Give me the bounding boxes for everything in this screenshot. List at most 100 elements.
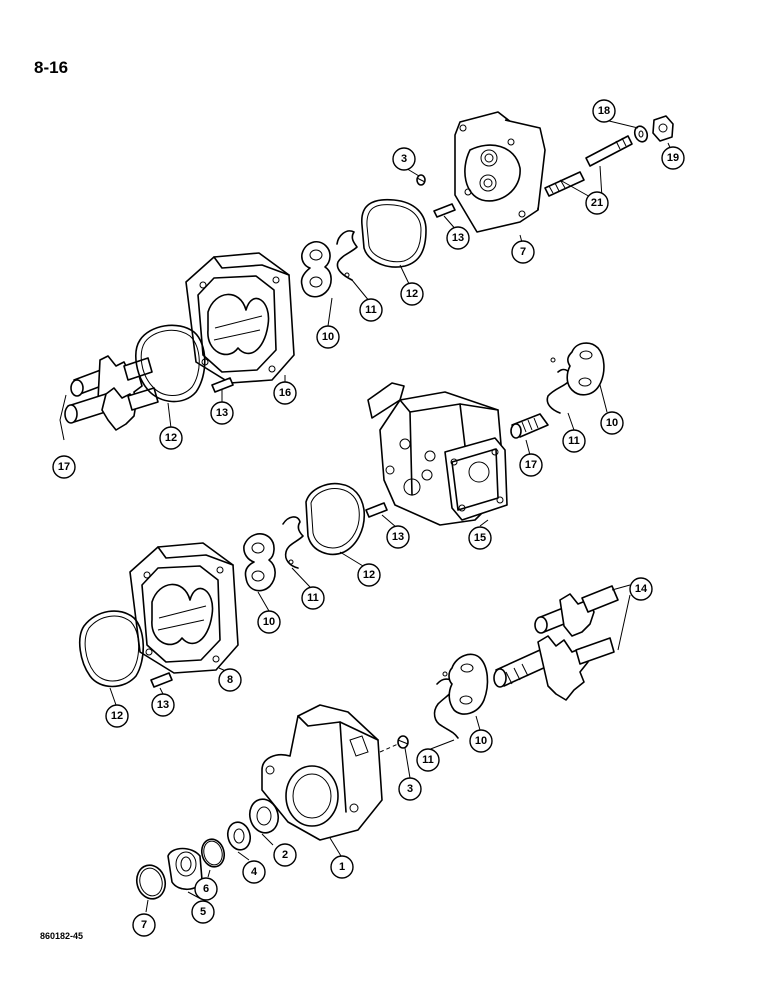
back-up-gasket-upper — [336, 230, 358, 281]
seal-ring — [200, 838, 226, 868]
svg-text:1: 1 — [339, 861, 345, 873]
callout-10-center: 10 — [257, 610, 281, 634]
gear-housing-upper — [185, 252, 295, 384]
svg-text:19: 19 — [667, 152, 679, 164]
svg-text:13: 13 — [157, 699, 169, 711]
svg-text:11: 11 — [568, 435, 580, 447]
svg-text:10: 10 — [322, 331, 334, 343]
back-up-gasket-mid-right — [546, 357, 572, 414]
svg-text:13: 13 — [392, 531, 404, 543]
wear-plate-lower — [448, 653, 489, 715]
back-up-gasket-center — [282, 516, 304, 569]
callout-11-lower: 11 — [416, 748, 440, 772]
callout-14: 14 — [629, 577, 653, 601]
gear-set — [59, 355, 159, 441]
callout-10-lower: 10 — [469, 729, 493, 753]
svg-text:11: 11 — [422, 754, 434, 766]
svg-text:8: 8 — [227, 674, 233, 686]
callout-12-lower: 12 — [105, 704, 129, 728]
plug-upper — [416, 174, 426, 186]
wear-plate-center — [243, 533, 276, 592]
svg-text:12: 12 — [363, 569, 375, 581]
callout-19: 18 — [592, 99, 616, 123]
svg-text:13: 13 — [452, 232, 464, 244]
callout-8: 7 — [511, 240, 535, 264]
coupling — [510, 413, 549, 439]
svg-text:7: 7 — [141, 919, 147, 931]
callout-15: 15 — [468, 526, 492, 550]
svg-text:2: 2 — [282, 849, 288, 861]
o-ring-center — [305, 482, 366, 556]
svg-text:3: 3 — [407, 783, 413, 795]
o-ring-mid-left — [135, 324, 206, 403]
svg-text:10: 10 — [606, 417, 618, 429]
wear-plate-mid-right — [566, 342, 605, 396]
svg-text:10: 10 — [475, 735, 487, 747]
callout-13-mid-left: 13 — [210, 401, 234, 425]
callout-1: 1 — [330, 855, 354, 879]
drawing-code: 860182-45 — [40, 931, 84, 941]
pump-body — [261, 704, 383, 841]
callout-13-upper: 13 — [446, 226, 470, 250]
callout-17: 17 — [519, 453, 543, 477]
callout-10-mid-right: 10 — [600, 411, 624, 435]
o-ring-upper — [361, 198, 427, 268]
svg-text:10: 10 — [263, 616, 275, 628]
page-number: 8-16 — [34, 58, 69, 77]
dowel-pin-center — [365, 502, 388, 518]
wear-plate-upper — [300, 241, 332, 298]
svg-text:4: 4 — [251, 866, 258, 878]
leader-lines — [109, 119, 673, 913]
callout-18: 17 — [52, 455, 76, 479]
svg-text:12: 12 — [406, 288, 418, 300]
o-ring-lower-left — [78, 610, 145, 688]
svg-text:17: 17 — [58, 461, 70, 473]
washer — [633, 125, 649, 143]
svg-text:21: 21 — [591, 197, 603, 209]
callout-12-center: 12 — [357, 563, 381, 587]
svg-text:6: 6 — [203, 883, 209, 895]
dowel-pin-upper — [433, 203, 456, 218]
callout-21: 21 — [585, 191, 609, 215]
callout-13-center: 13 — [386, 525, 410, 549]
callout-5: 5 — [191, 900, 215, 924]
bearing — [226, 821, 252, 851]
svg-text:11: 11 — [365, 304, 377, 316]
svg-text:5: 5 — [200, 906, 206, 918]
callout-11-mid-right: 11 — [562, 429, 586, 453]
callout-3-upper: 3 — [392, 147, 416, 171]
svg-text:18: 18 — [598, 105, 610, 117]
callout-7: 7 — [132, 913, 156, 937]
gear-housing-lower — [129, 542, 239, 674]
dowel-pin-lower-left — [150, 672, 173, 688]
callout-12-upper: 12 — [400, 282, 424, 306]
plug-lower — [397, 735, 409, 749]
callout-13-lower: 13 — [151, 693, 175, 717]
callout-10-upper: 10 — [316, 325, 340, 349]
callout-2: 2 — [273, 843, 297, 867]
drive-gear-shaft — [493, 585, 619, 701]
svg-text:16: 16 — [279, 387, 291, 399]
assembly-line — [379, 743, 399, 753]
dowel-pin-mid-left — [211, 377, 234, 393]
callout-6: 6 — [194, 877, 218, 901]
stud — [544, 135, 633, 197]
svg-text:7: 7 — [520, 246, 526, 258]
svg-text:12: 12 — [165, 432, 177, 444]
svg-text:15: 15 — [474, 532, 486, 544]
rear-cover — [454, 111, 546, 233]
svg-text:14: 14 — [635, 583, 648, 595]
callout-16: 16 — [273, 381, 297, 405]
callout-9: 8 — [218, 668, 242, 692]
svg-text:12: 12 — [111, 710, 123, 722]
callout-11-upper: 11 — [359, 298, 383, 322]
svg-text:11: 11 — [307, 592, 319, 604]
center-section — [367, 382, 508, 526]
svg-text:17: 17 — [525, 459, 537, 471]
callout-4: 4 — [242, 860, 266, 884]
svg-text:3: 3 — [401, 153, 407, 165]
retaining-ring — [135, 864, 167, 900]
callout-12-mid-left: 12 — [159, 426, 183, 450]
callout-11-center: 11 — [301, 586, 325, 610]
